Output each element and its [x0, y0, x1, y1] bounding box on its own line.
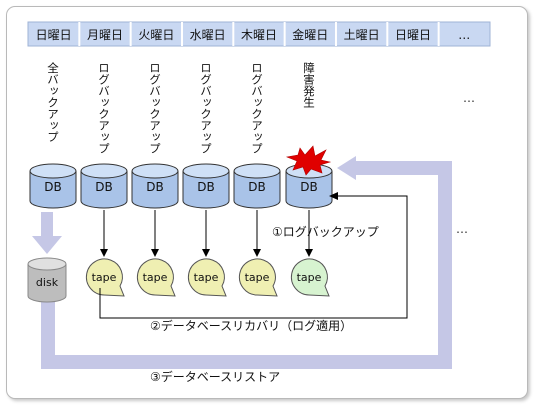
day-cell: 水曜日 — [190, 28, 226, 42]
db-label: DB — [95, 180, 112, 194]
full-backup-arrow — [32, 212, 62, 254]
tape-label: tape — [297, 271, 322, 284]
disk-cylinder: disk — [27, 257, 67, 303]
backup-arrowhead — [253, 249, 261, 257]
ellipsis-labels: … — [463, 91, 475, 105]
column-label: 全バックアップ — [46, 61, 60, 142]
day-cell: … — [458, 28, 470, 42]
tape: tape — [238, 258, 278, 297]
tape-label: tape — [245, 271, 270, 284]
db-label: DB — [197, 180, 214, 194]
day-cell: 木曜日 — [241, 28, 277, 42]
db-cylinder: DB — [80, 163, 128, 209]
day-cell: 月曜日 — [87, 28, 123, 42]
day-header-bar: 日曜日 月曜日 火曜日 水曜日 木曜日 金曜日 土曜日 日曜日 … — [27, 21, 491, 47]
failure-burst-icon — [285, 145, 332, 176]
restore-arrow — [41, 161, 452, 369]
db-cylinder: DB — [233, 163, 281, 209]
column-label: ログバックアップ — [250, 62, 264, 154]
tape-label: tape — [143, 271, 168, 284]
ellipsis-tapes: … — [456, 222, 468, 236]
log-backup-annotation: ①ログバックアップ — [272, 225, 379, 239]
db-cylinder: DB — [131, 163, 179, 209]
column-label: ログバックアップ — [199, 62, 213, 154]
disk-label: disk — [36, 276, 59, 289]
tape: tape — [187, 258, 227, 297]
backup-arrowhead — [202, 249, 210, 257]
recovery-annotation: ②データベースリカバリ（ログ適用） — [150, 318, 352, 333]
tape: tape — [136, 258, 176, 297]
db-label: DB — [248, 180, 265, 194]
day-cell: 火曜日 — [138, 28, 174, 42]
db-cylinder: DB — [182, 163, 230, 209]
backup-arrowhead — [100, 249, 108, 257]
column-label: 障害発生 — [302, 61, 316, 108]
db-label: DB — [300, 180, 317, 194]
column-labels: 全バックアップ ログバックアップ ログバックアップ ログバックアップ ログバックアップ 障… — [46, 61, 316, 154]
tape-label: tape — [92, 271, 117, 284]
db-cylinders: DB DB DB DB DB DB — [29, 163, 333, 209]
recovery-line — [99, 195, 408, 319]
db-label: DB — [146, 180, 163, 194]
column-label: ログバックアップ — [97, 62, 111, 154]
restore-arrowhead — [337, 156, 356, 180]
day-cell: 土曜日 — [344, 28, 380, 42]
tape: tape — [85, 258, 125, 297]
restore-annotation: ③データベースリストア — [150, 369, 280, 384]
column-label: ログバックアップ — [148, 62, 162, 154]
tapes: tape tape tape tape tape — [85, 210, 330, 297]
recovery-arrowhead — [329, 192, 338, 200]
db-cylinder: DB — [29, 163, 77, 209]
backup-arrowhead — [305, 249, 313, 257]
day-cell: 日曜日 — [36, 28, 72, 42]
tape-label: tape — [194, 271, 219, 284]
day-cell: 金曜日 — [292, 27, 328, 42]
backup-arrowhead — [151, 249, 159, 257]
day-cell: 日曜日 — [395, 28, 431, 42]
tape: tape — [290, 258, 330, 297]
db-label: DB — [44, 180, 61, 194]
